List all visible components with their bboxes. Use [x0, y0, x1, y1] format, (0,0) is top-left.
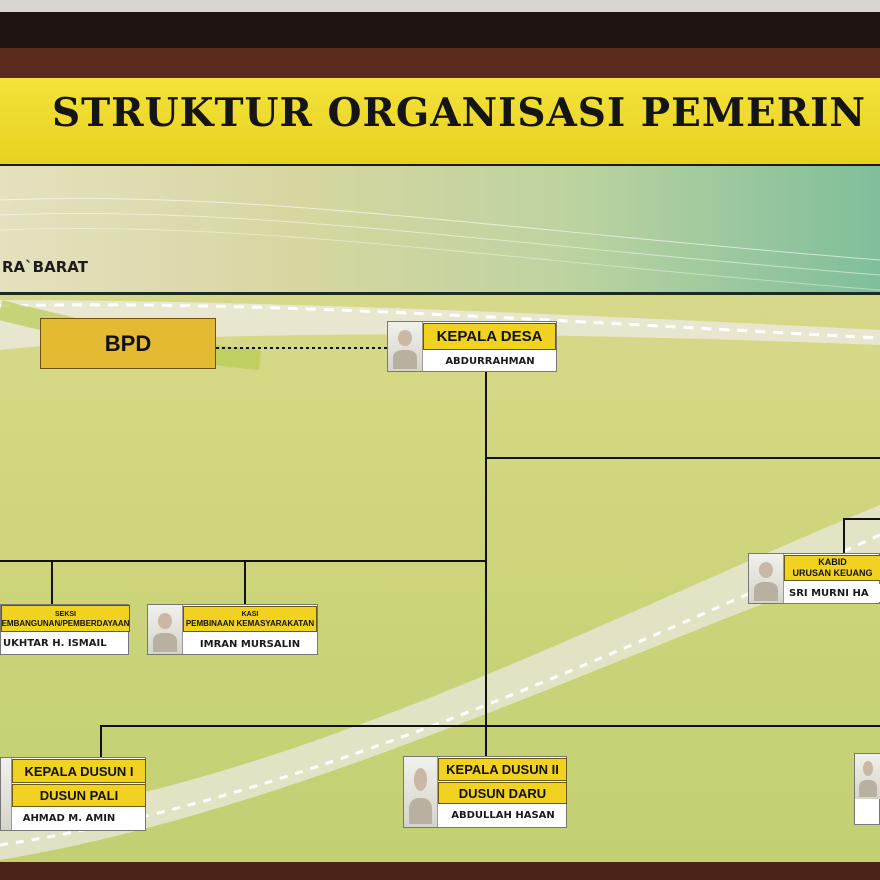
frame-rail: [0, 48, 880, 78]
seksi-label: SEKSI: [54, 610, 76, 618]
connector-line: [100, 725, 102, 757]
seksi-pembangunan-title: SEKSI EMBANGUNAN/PEMBERDAYAAN: [1, 605, 130, 632]
kepala-dusun-1-person: AHMAD M. AMIN: [15, 809, 123, 828]
portrait-photo: [404, 757, 438, 827]
bpd-box: BPD: [40, 318, 216, 369]
connector-line: [843, 518, 845, 554]
portrait-photo: [855, 754, 880, 799]
kasi-sublabel: PEMBINAAN KEMASYARAKATAN: [185, 619, 315, 628]
connector-line: [100, 725, 880, 727]
kabid-keuangan-title: KABID URUSAN KEUANG: [784, 555, 880, 581]
kabid-keuangan-name: SRI MURNI HA: [789, 584, 880, 602]
region-label: RA`BARAT: [2, 258, 88, 276]
kepala-dusun-2-card: KEPALA DUSUN II DUSUN DARU ABDULLAH HASA…: [403, 756, 567, 828]
kasi-pembinaan-title: KASI PEMBINAAN KEMASYARAKATAN: [183, 606, 317, 632]
kepala-desa-card: KEPALA DESA ABDURRAHMAN: [387, 321, 557, 372]
kabid-label: KABID: [818, 557, 847, 567]
frame-bottom: [0, 862, 880, 880]
title-band: [0, 78, 880, 167]
board-title: STRUKTUR ORGANISASI PEMERIN: [52, 90, 867, 136]
connector-line: [51, 560, 53, 604]
portrait-photo: [1, 758, 12, 830]
connector-line: [843, 518, 880, 520]
kepala-desa-name: ABDURRAHMAN: [428, 352, 552, 370]
connector-line: [486, 457, 880, 459]
dusun-1-name: DUSUN PALI: [12, 784, 146, 807]
kepala-dusun-1-card: KEPALA DUSUN I DUSUN PALI AHMAD M. AMIN: [0, 757, 146, 831]
kabid-keuangan-card: KABID URUSAN KEUANG SRI MURNI HA: [748, 553, 880, 604]
kepala-desa-title: KEPALA DESA: [423, 323, 556, 350]
seksi-pembangunan-name: UKHTAR H. ISMAIL: [1, 634, 123, 653]
wall: [0, 0, 880, 12]
kasi-label: KASI: [241, 611, 259, 618]
portrait-photo: [148, 605, 183, 654]
kepala-dusun-1-title: KEPALA DUSUN I: [12, 759, 146, 783]
kabid-sublabel: URUSAN KEUANG: [792, 568, 873, 578]
connector-line: [485, 372, 487, 756]
header-divider: [0, 292, 880, 295]
kasi-pembinaan-card: KASI PEMBINAAN KEMASYARAKATAN IMRAN MURS…: [147, 604, 318, 655]
portrait-photo: [749, 554, 784, 603]
connector-line: [244, 560, 246, 604]
kepala-dusun-2-person: ABDULLAH HASAN: [442, 806, 564, 825]
frame-top: [0, 12, 880, 48]
seksi-sublabel: EMBANGUNAN/PEMBERDAYAAN: [1, 618, 130, 628]
dusun-2-name: DUSUN DARU: [438, 782, 567, 804]
seksi-pembangunan-card: SEKSI EMBANGUNAN/PEMBERDAYAAN UKHTAR H. …: [0, 604, 130, 655]
portrait-photo: [388, 322, 423, 371]
partial-card: [854, 753, 880, 825]
kepala-dusun-2-title: KEPALA DUSUN II: [438, 758, 567, 781]
kasi-pembinaan-name: IMRAN MURSALIN: [188, 635, 312, 653]
connector-line: [0, 560, 487, 562]
